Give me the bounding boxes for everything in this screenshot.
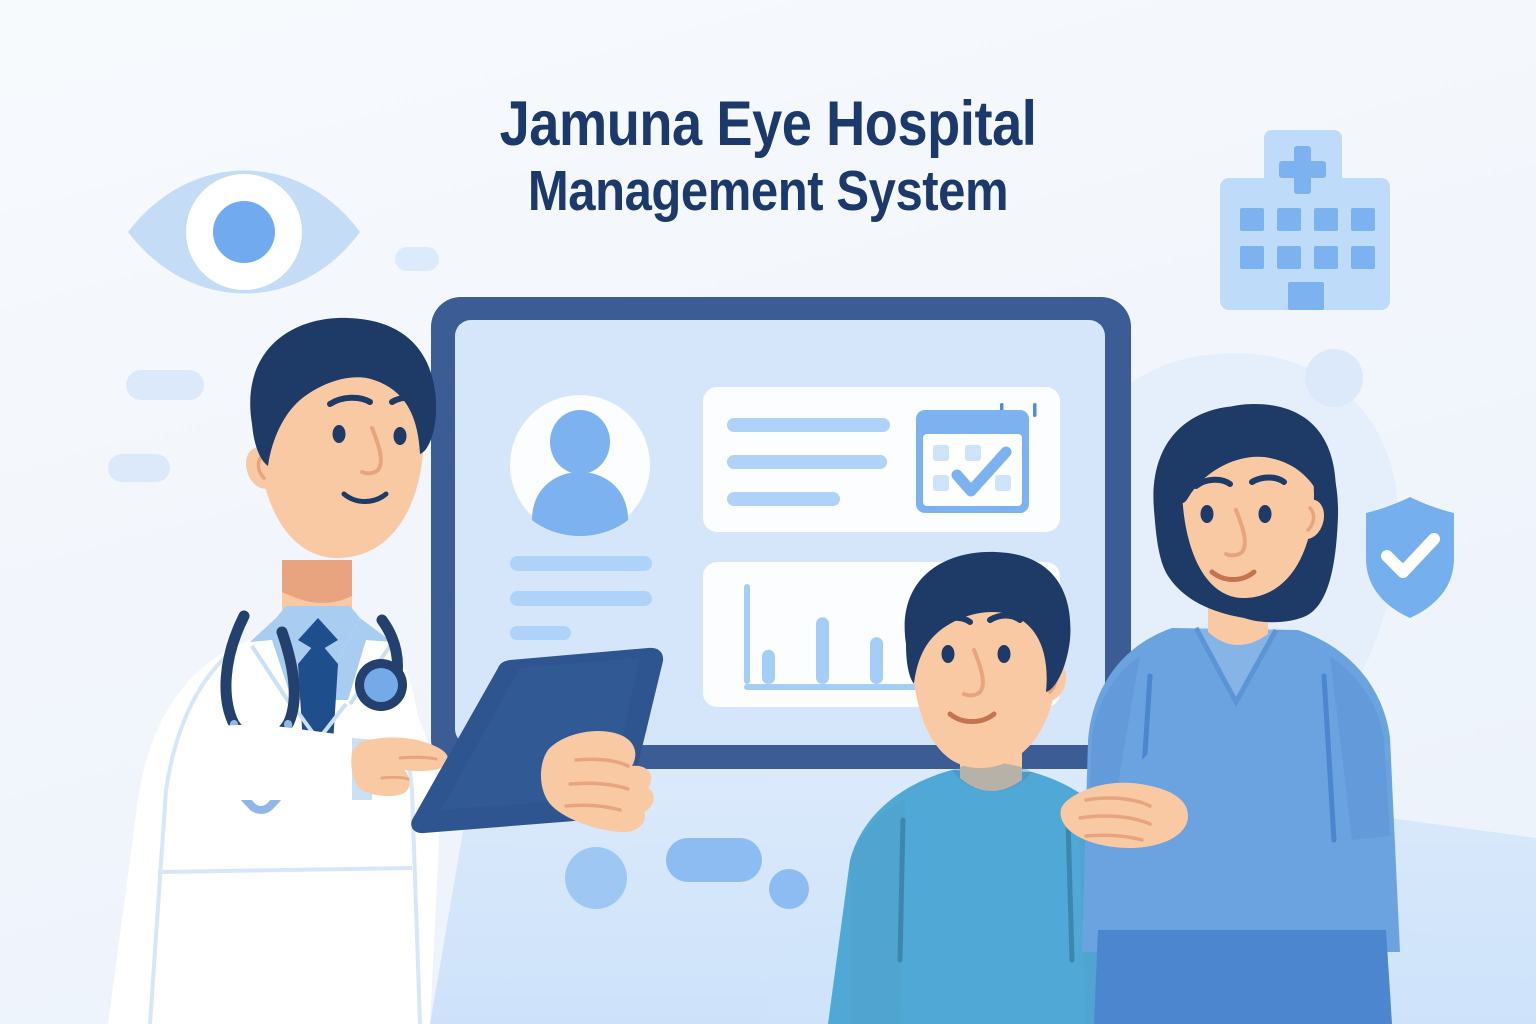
doctor-pointing-hand: [351, 737, 448, 797]
decor-circle-2: [565, 847, 627, 909]
chart-y-axis: [744, 584, 750, 684]
shield-check-icon: [1366, 497, 1454, 618]
chart-bar: [762, 649, 775, 684]
chart-bar: [870, 637, 883, 684]
decor-pill-4: [666, 838, 762, 882]
nurse-pants: [1094, 930, 1392, 1024]
patient-avatar: [510, 395, 650, 536]
info-line-3: [727, 492, 840, 506]
decor-pill-1: [126, 370, 204, 400]
hospital-building-icon: [1220, 130, 1390, 310]
calendar-check-icon: [916, 403, 1037, 513]
eye-icon: [128, 170, 360, 294]
nurse-hair-front: [1174, 404, 1336, 524]
screen-line-3: [510, 626, 571, 640]
info-line-1: [727, 418, 890, 432]
nurse-scrubs: [1082, 628, 1400, 952]
doctor-coat: [108, 640, 440, 1024]
patient-hair: [904, 551, 1071, 692]
decor-circle-3: [769, 869, 809, 909]
doctor-right-hand: [540, 730, 654, 832]
decor-circle-1: [1305, 349, 1363, 407]
patient-figure: [828, 551, 1140, 1024]
decor-pill-3: [395, 247, 439, 271]
decor-pill-2: [108, 454, 170, 482]
patient-info-card: [703, 387, 1060, 532]
screen-line-1: [510, 556, 652, 571]
screen-line-2: [510, 591, 652, 606]
doctor-left-arm: [206, 724, 352, 800]
chart-bar: [816, 617, 829, 684]
doctor-figure: [108, 317, 448, 1024]
nurse-figure: [1060, 404, 1400, 1024]
info-line-2: [727, 455, 887, 469]
patient-shirt: [828, 770, 1140, 1024]
doctor-hair: [250, 317, 437, 466]
